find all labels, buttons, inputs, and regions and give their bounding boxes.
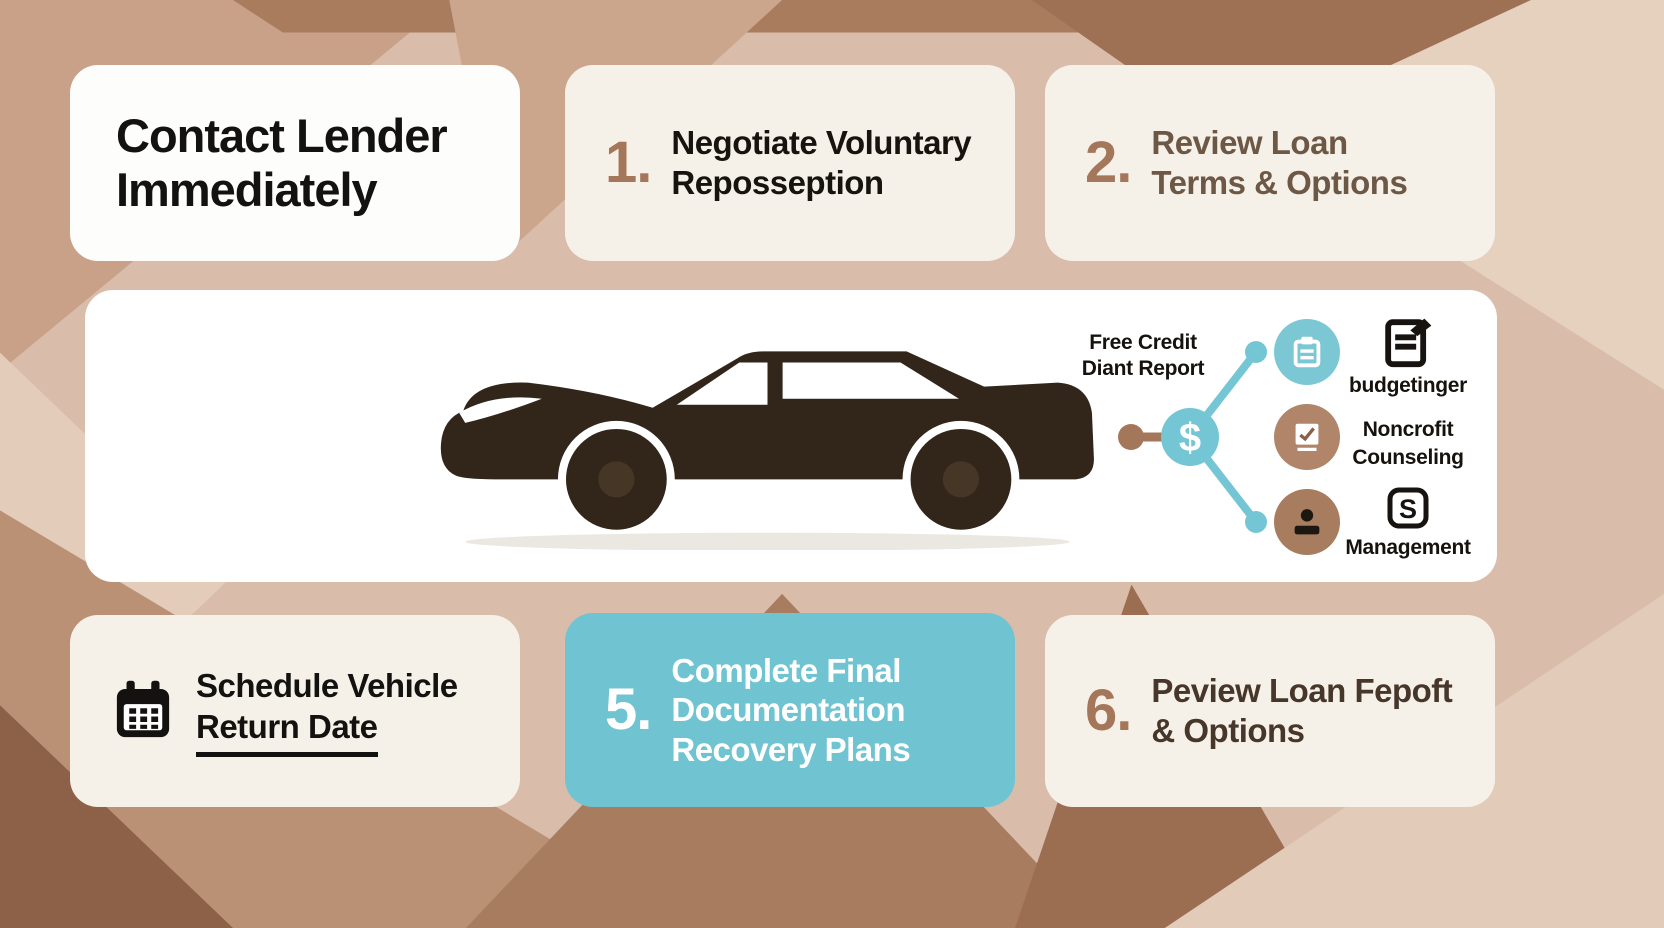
person-icon — [1294, 509, 1320, 535]
checklist-node — [1274, 404, 1340, 470]
legend-label: Management — [1345, 536, 1471, 559]
card-step-5: 5. Complete Final Documentation Recovery… — [565, 613, 1015, 807]
step-number: 1. — [605, 130, 652, 195]
free-credit-note: Free Credit Diant Report — [1058, 330, 1228, 383]
title-line: Complete Final — [671, 651, 901, 689]
title-line: Review Loan — [1151, 124, 1348, 162]
schedule-title: Schedule Vehicle Return Date — [196, 665, 458, 758]
legend-counseling: Noncrofit Counseling — [1322, 416, 1494, 473]
title-line-underlined: Return Date — [196, 706, 378, 758]
card-contact-lender: Contact Lender Immediately — [70, 65, 520, 261]
note-line: Diant Report — [1081, 357, 1205, 381]
legend-label-line: Counseling — [1352, 446, 1464, 470]
title-line: Recovery Plans — [671, 730, 911, 768]
step-number: 5. — [605, 677, 652, 742]
person-node — [1274, 489, 1340, 555]
clipboard-icon — [1293, 336, 1321, 368]
car-silhouette-icon — [440, 351, 1094, 550]
title-line: Documentation — [671, 691, 906, 729]
step-number: 6. — [1085, 678, 1132, 743]
title-line: Peview Loan Fepoft — [1151, 672, 1453, 710]
note-line: Free Credit — [1089, 331, 1197, 354]
step-title: Peview Loan Fepoft & Options — [1151, 671, 1452, 750]
clipboard-node — [1274, 319, 1340, 385]
title-line: Immediately — [116, 163, 378, 216]
legend-management: S Management — [1322, 484, 1494, 562]
contact-lender-title: Contact Lender Immediately — [116, 109, 448, 216]
budget-report-icon — [1385, 318, 1432, 368]
legend-label: budgetinger — [1348, 374, 1468, 397]
title-line: & Options — [1151, 712, 1305, 749]
title-line: Contact Lender — [116, 109, 448, 163]
step-title: Complete Final Documentation Recovery Pl… — [671, 651, 910, 770]
step-title: Negotiate Voluntary Reposseption — [671, 123, 971, 202]
legend-budget: budgetinger — [1322, 314, 1494, 400]
calendar-icon — [116, 680, 170, 738]
dollar-square-symbol: S — [1399, 494, 1417, 524]
title-line: Terms & Options — [1151, 164, 1408, 201]
title-line: Negotiate Voluntary — [671, 124, 972, 162]
step-number: 2. — [1085, 130, 1132, 195]
car-banner: Free Credit Diant Report $ — [85, 290, 1497, 582]
title-line: Reposseption — [671, 164, 884, 201]
card-step-1: 1. Negotiate Voluntary Reposseption — [565, 65, 1015, 261]
dollar-hub-symbol: $ — [1179, 416, 1201, 460]
legend-label-line: Noncrofit — [1362, 418, 1454, 441]
checklist-document-icon — [1295, 423, 1319, 452]
card-step-6: 6. Peview Loan Fepoft & Options — [1045, 615, 1495, 807]
title-line: Schedule Vehicle — [196, 666, 458, 704]
step-title: Review Loan Terms & Options — [1151, 123, 1407, 202]
card-step-2: 2. Review Loan Terms & Options — [1045, 65, 1495, 261]
dollar-hub-circle — [1161, 408, 1219, 466]
dollar-square-icon: S — [1387, 487, 1429, 529]
card-schedule-return: Schedule Vehicle Return Date — [70, 615, 520, 807]
